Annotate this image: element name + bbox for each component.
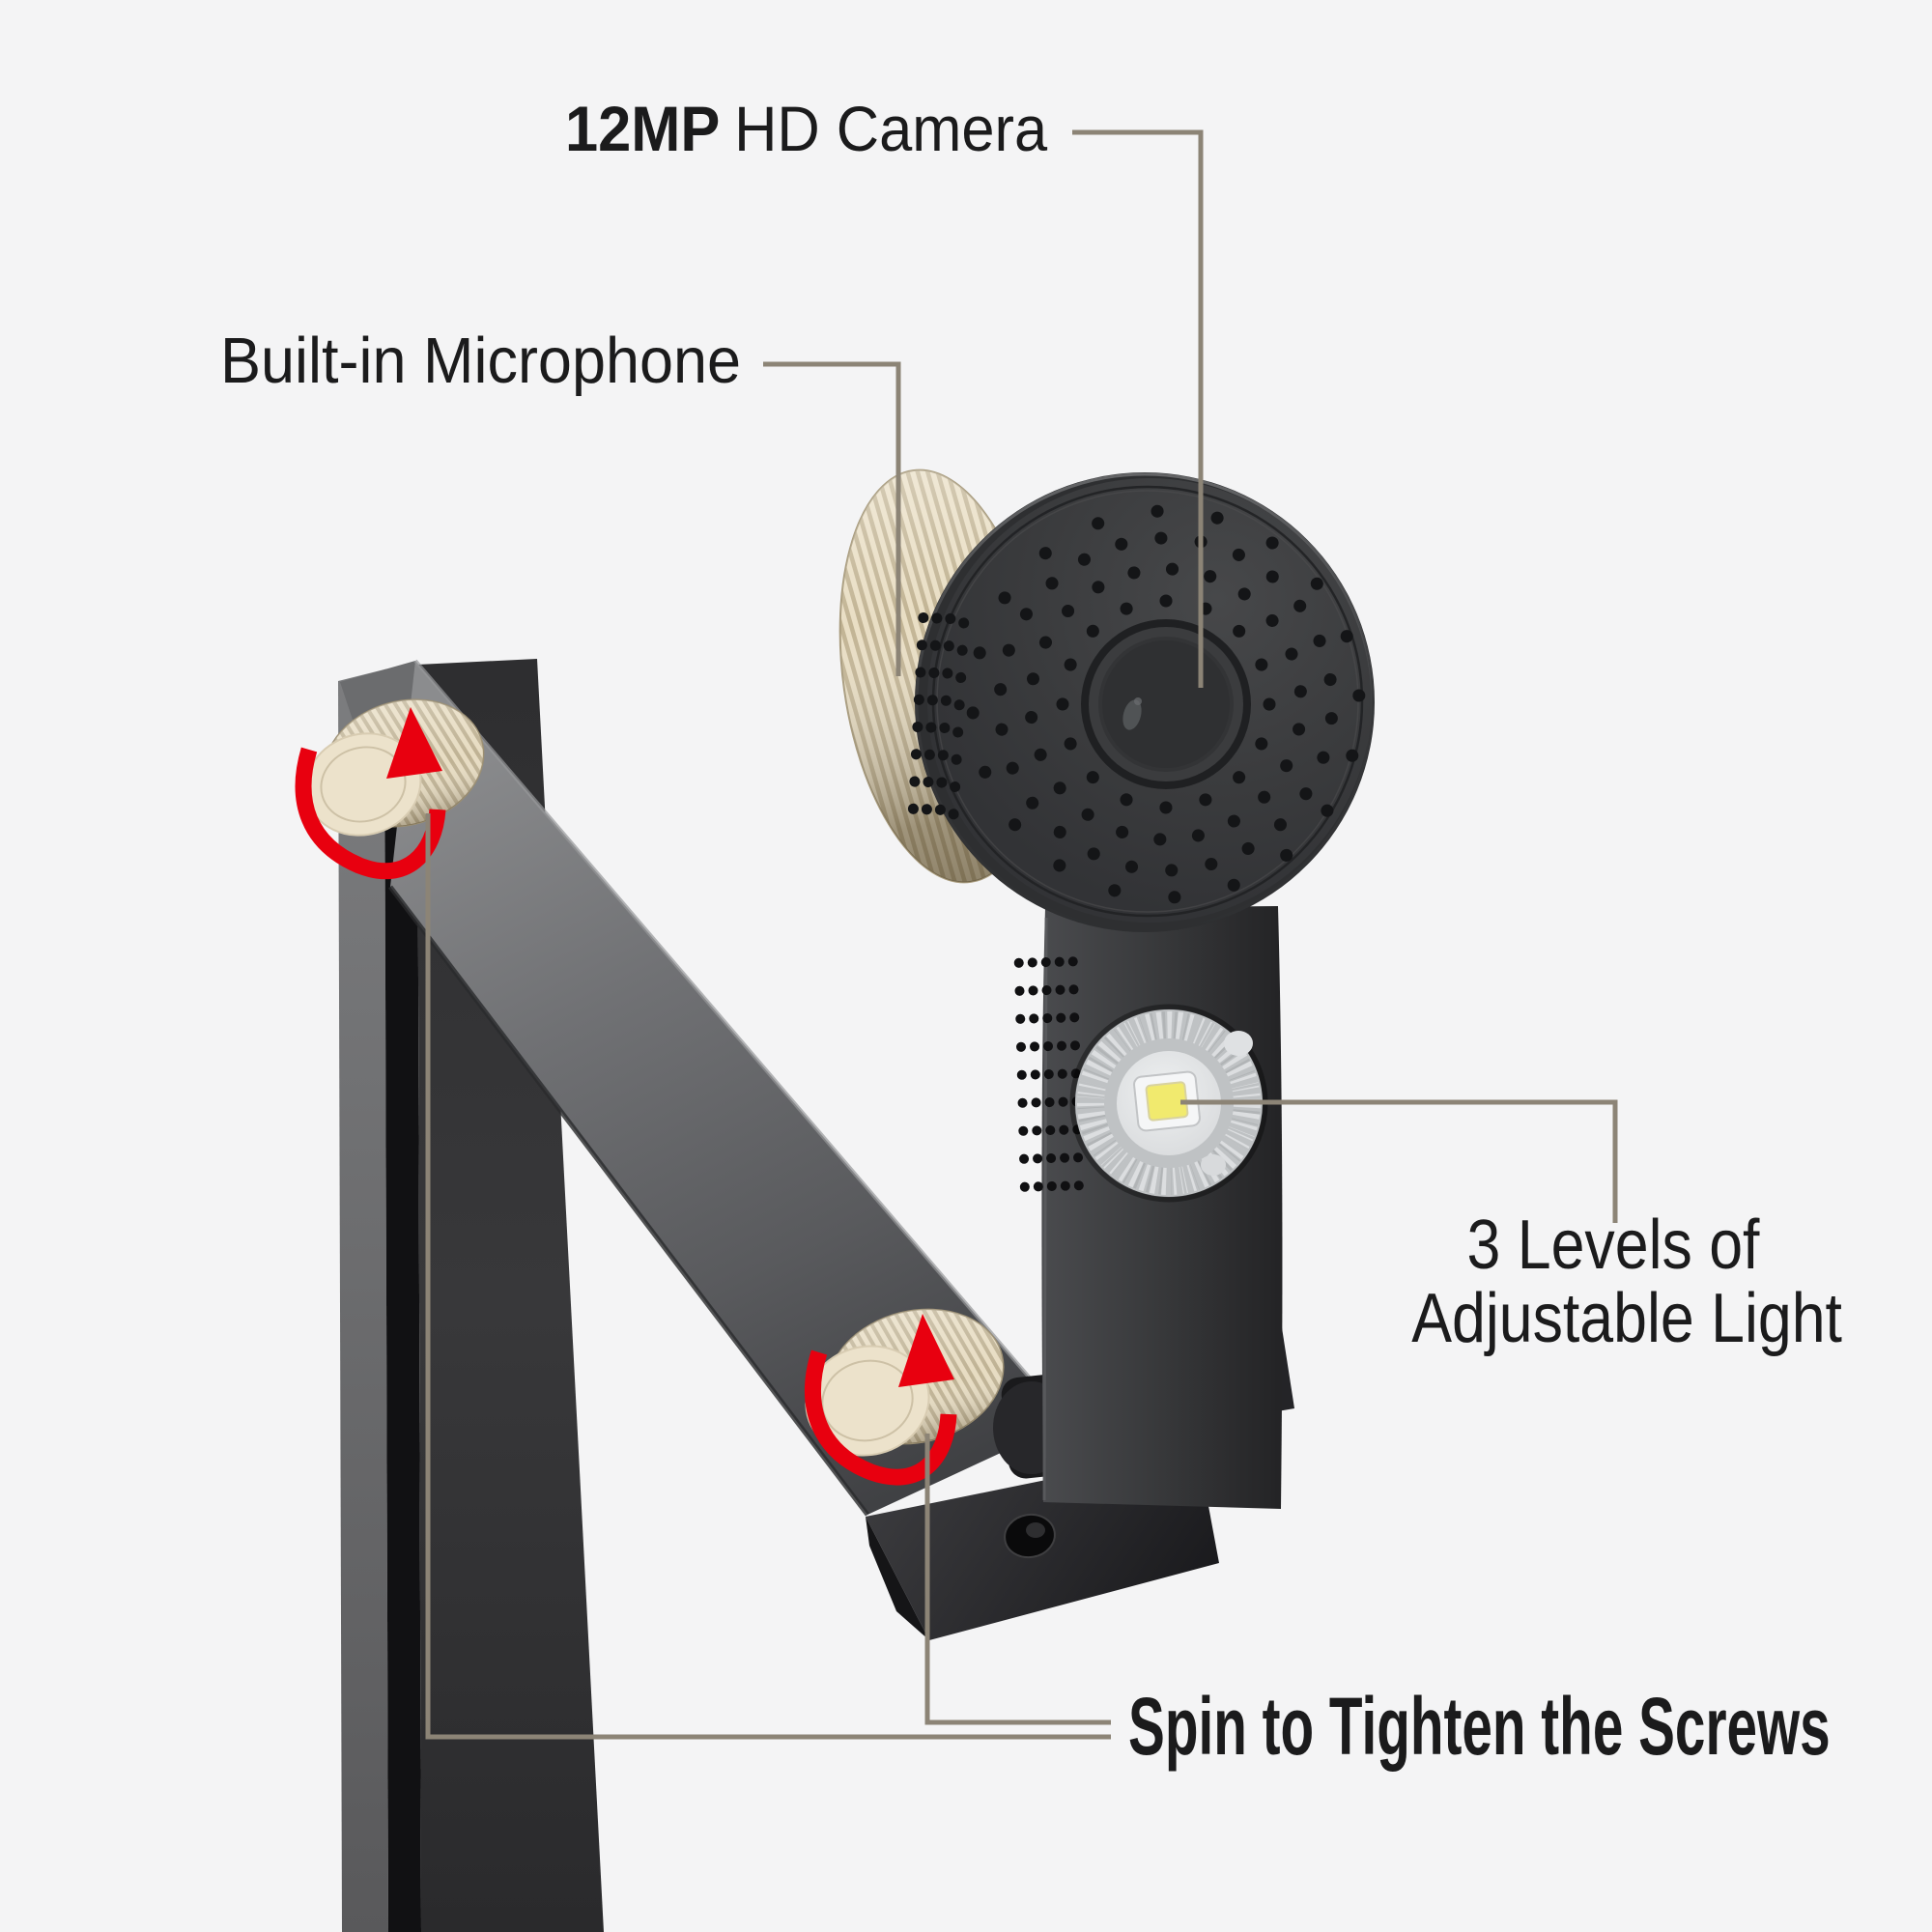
label-camera-megapixels: 12MP xyxy=(565,93,721,164)
speaker-holes xyxy=(966,504,1366,904)
rotate-arrow-icon xyxy=(805,1314,957,1486)
label-light-line2: Adjustable Light xyxy=(1411,1280,1842,1358)
led-chip xyxy=(1133,1070,1201,1132)
camera-head xyxy=(906,472,1375,932)
bracket-screw-hole xyxy=(1004,1513,1056,1559)
camera-neck xyxy=(1013,906,1283,1509)
label-spin-to-tighten: Spin to Tighten the Screws xyxy=(1128,1681,1831,1772)
label-light-line1: 3 Levels of xyxy=(1466,1207,1760,1284)
folding-arm xyxy=(340,659,1069,1517)
screws-callout-line-lower-knob xyxy=(924,1434,1111,1725)
label-built-in-microphone: Built-in Microphone xyxy=(220,325,742,397)
head-mic-holes xyxy=(906,611,970,842)
light-callout-line xyxy=(1180,1099,1618,1223)
camera-callout-line xyxy=(1072,129,1204,688)
label-camera-rest: HD Camera xyxy=(734,93,1048,164)
label-adjustable-light: 3 Levels of Adjustable Light xyxy=(1411,1207,1842,1358)
microphone-callout-line xyxy=(763,361,901,676)
camera-lens xyxy=(1081,619,1251,789)
screws-callout-line-pole xyxy=(425,813,1111,1740)
